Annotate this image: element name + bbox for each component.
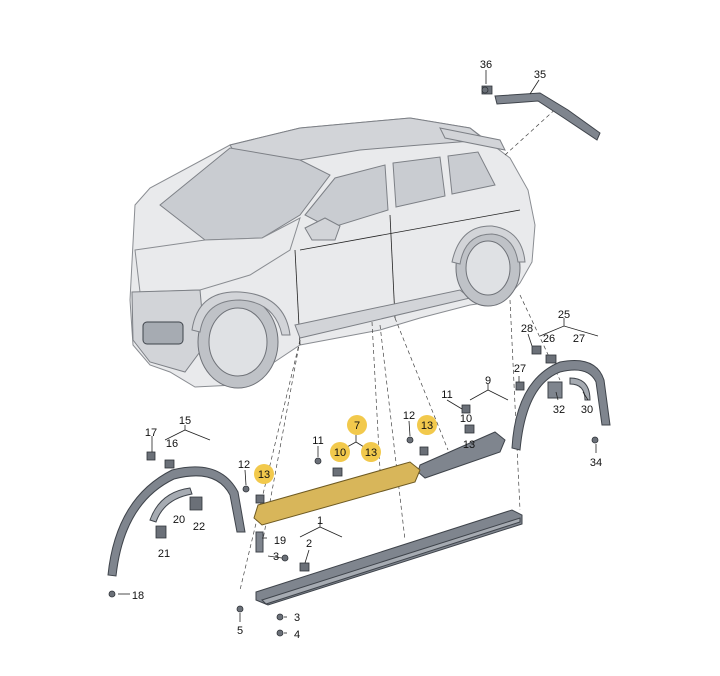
fasteners: [108, 86, 599, 637]
callout-label-17: 17: [145, 427, 157, 439]
part-22-bracket: [189, 496, 203, 511]
callout-label-26: 26: [543, 333, 555, 345]
callout-highlight-10: [330, 442, 350, 462]
leader-lines: [118, 70, 599, 634]
callout-label-21: 21: [158, 548, 170, 560]
part-20-seal: [149, 487, 193, 523]
callout-label-13: 13: [365, 447, 377, 459]
part-7-front-door-trim: [253, 461, 421, 526]
callout-highlight-13: [417, 415, 437, 435]
part-32-bracket: [547, 381, 563, 399]
callout-label-36: 36: [480, 59, 492, 71]
part-30-seal: [569, 377, 591, 401]
part-21-bracket: [155, 525, 167, 539]
callout-label-9: 9: [485, 375, 491, 387]
callout-label-5: 5: [237, 625, 243, 637]
callout-label-20: 20: [173, 514, 185, 526]
callout-label-1: 1: [317, 515, 323, 527]
callout-label-10: 10: [334, 447, 346, 459]
callout-label-22: 22: [193, 521, 205, 533]
callout-highlight-13: [254, 464, 274, 484]
parts: [107, 85, 611, 637]
part-15-front-arch-trim: [107, 466, 246, 577]
callout-label-10: 10: [460, 413, 472, 425]
callout-label-12: 12: [238, 459, 250, 471]
part-19-strip: [255, 531, 264, 553]
part-35-roof-trim: [494, 92, 601, 141]
callout-label-30: 30: [581, 404, 593, 416]
callout-label-3: 3: [294, 612, 300, 624]
callout-label-18: 18: [132, 590, 144, 602]
callout-label-11: 11: [441, 389, 452, 401]
callout-label-11: 11: [312, 435, 323, 447]
callout-label-13: 13: [258, 469, 270, 481]
callout-label-13: 13: [463, 439, 475, 451]
callout-label-32: 32: [553, 404, 565, 416]
part-25-rear-arch-trim: [511, 360, 611, 451]
part-9-rear-door-trim: [417, 431, 506, 479]
callout-label-28: 28: [521, 323, 533, 335]
callout-label-16: 16: [166, 438, 178, 450]
callout-highlight-7: [347, 415, 367, 435]
callout-label-19: 19: [274, 535, 286, 547]
callout-label-12: 12: [403, 410, 415, 422]
callout-label-27: 27: [573, 333, 585, 345]
callout-label-13: 13: [421, 420, 433, 432]
callout-label-35: 35: [534, 69, 546, 81]
callout-label-3: 3: [273, 551, 279, 563]
callout-label-7: 7: [354, 420, 360, 432]
callout-highlight-13: [361, 442, 381, 462]
callout-label-2: 2: [306, 538, 312, 550]
callout-label-25: 25: [558, 309, 570, 321]
callout-label-15: 15: [179, 415, 191, 427]
car-illustration: [129, 117, 536, 389]
callout-label-34: 34: [590, 457, 602, 469]
callout-label-4: 4: [294, 629, 300, 641]
callout-label-27: 27: [514, 363, 526, 375]
